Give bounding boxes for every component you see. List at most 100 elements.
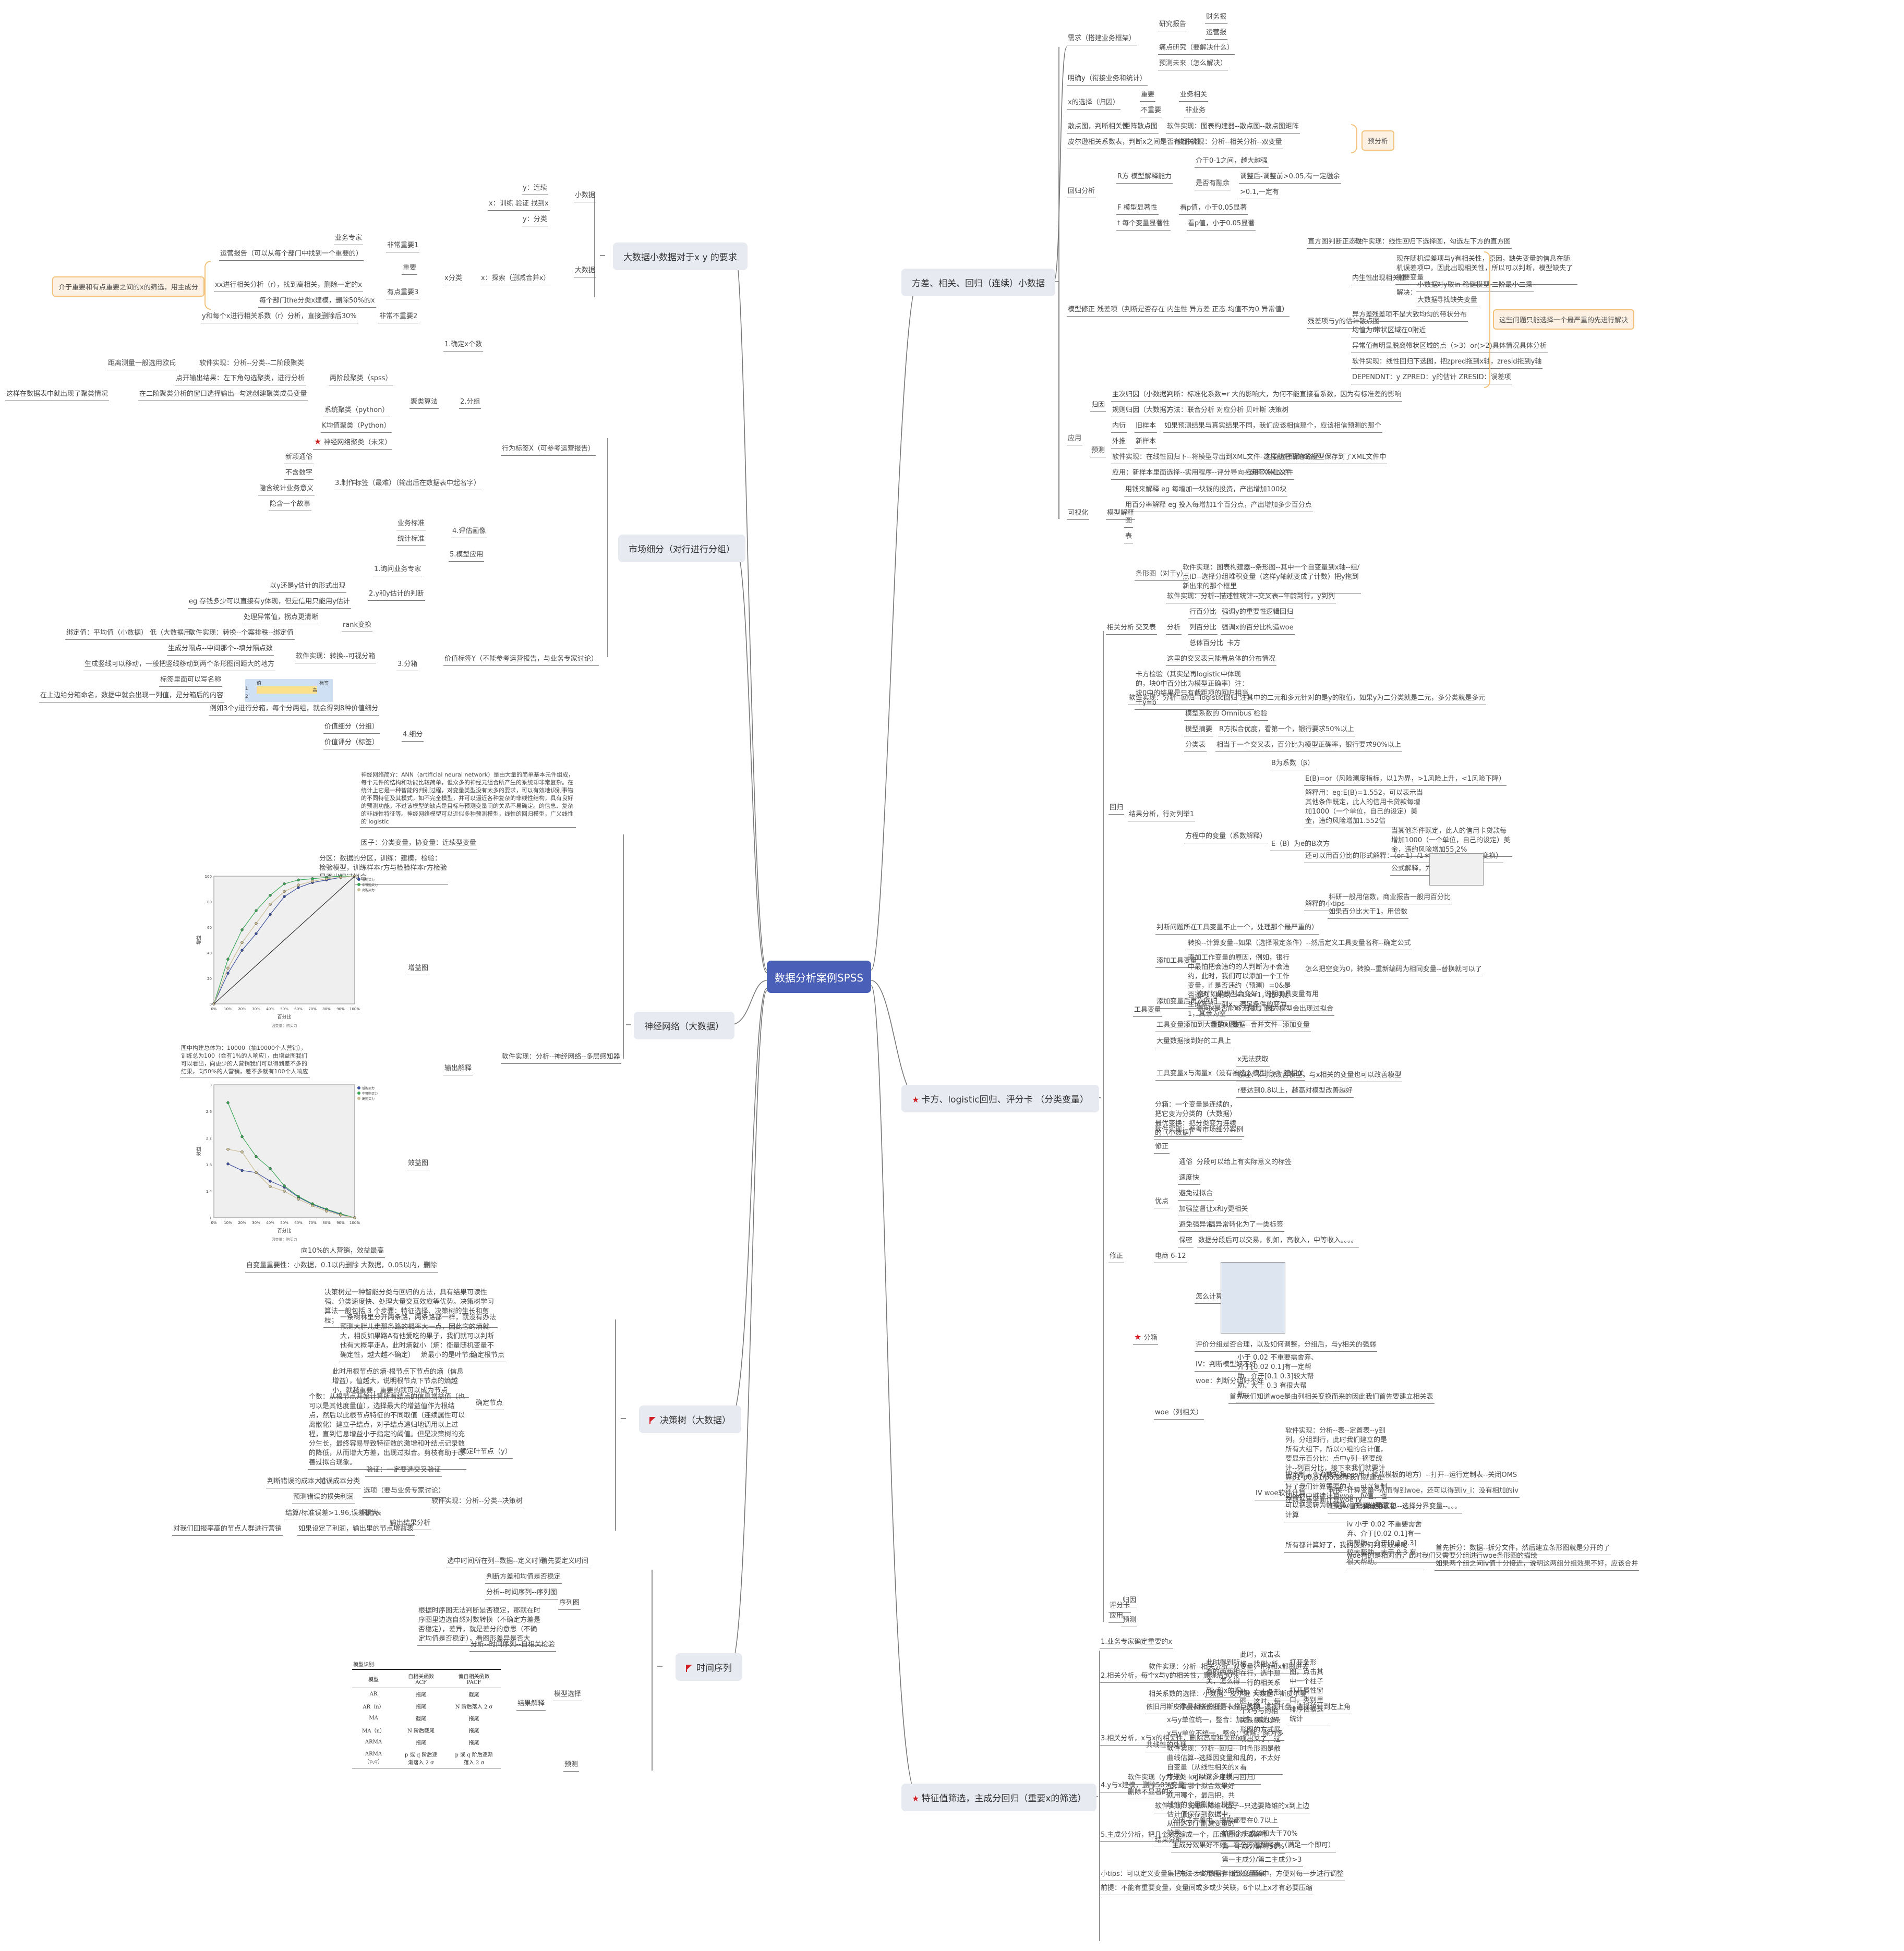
node-apply-xml-note[interactable]: 应用了XML文件 (1244, 468, 1295, 480)
node-ts-transform[interactable]: 根据时序图无法判断是否稳定，那就在时序图里边选自然对数转换（不确定方差是否稳定）… (417, 1606, 545, 1646)
callout-pca[interactable]: 介于重要和有点重要之间的x的筛选，用主成分 (52, 276, 204, 297)
node-tips-2[interactable]: 如果百分比大于1，用倍数 (1328, 907, 1409, 919)
node-dt-node-a[interactable]: 此时用根节点的熵-根节点下节点的熵（信息增益），值越大，说明根节点下节点的熵越小… (331, 1367, 469, 1398)
topic-chisq-logistic-scorecard[interactable]: ★卡方、logistic回归、评分卡 （分类变量） (901, 1085, 1099, 1112)
node-model-summary[interactable]: 模型摘要 (1184, 725, 1214, 736)
node-visual-binning[interactable]: 软件实现：转换--可视分箱 (295, 652, 377, 663)
node-heteroscedasticity[interactable]: 异方差 (1351, 310, 1374, 322)
node-logistic[interactable]: 逻辑回归 (1265, 608, 1295, 619)
node-calc-woe-iv-a[interactable]: 转换--计算变量--从而得到woe，还可以得到iv_i：没有相加的iv (1328, 1486, 1520, 1498)
node-binning[interactable]: ★分箱 (1133, 1332, 1159, 1345)
node-iv-woe-steps[interactable]: 软件实现：分析--表--定置表--y到列，分组到行，此时我们建立的是所有大组下，… (1284, 1426, 1391, 1522)
node-tips[interactable]: 解释的小tips (1304, 900, 1346, 911)
node-two-step-output[interactable]: 点开输出结果：左下角勾选聚类，进行分析 (175, 374, 306, 385)
node-dt-cost-desc[interactable]: 判断错误的成本大小 (266, 1477, 330, 1488)
node-business-std[interactable]: 业务标准 (396, 519, 426, 530)
node-scatter-plot[interactable]: 散点图，判断相关性 (1067, 122, 1130, 134)
node-percent-explanation[interactable]: 用百分率解释 eg 投入每增加1个百分点，产出增加多少百分点 (1124, 501, 1313, 512)
node-adv-supervise-desc[interactable]: 让x和y更相关 (1205, 1205, 1249, 1216)
node-ts-model-choice[interactable]: 模型选择 (553, 1690, 583, 1701)
node-ask-expert[interactable]: 1.询问业务专家 (373, 565, 423, 576)
node-merge-files[interactable]: 数据--合并文件--添加变量 (1231, 1021, 1311, 1032)
node-somewhat-important[interactable]: 有点重要3 (386, 288, 420, 299)
node-app-scorecard[interactable]: 评分卡 (1108, 1601, 1131, 1613)
node-dt-options[interactable]: 选项（要与业务专家讨论） (363, 1486, 447, 1498)
node-model-explanation[interactable]: 模型解释 (1106, 508, 1136, 520)
node-pca-ratio[interactable]: 第一主成分/第二主成分>3 (1221, 1856, 1303, 1867)
node-exp-b[interactable]: E（B）为e的B次方 (1270, 840, 1331, 851)
node-dt-sw[interactable]: 软件实现：分析--分类--决策树 (430, 1497, 524, 1508)
node-tool-problem-desc[interactable]: （工具变量不止一个，处理那个最严重的） (1188, 923, 1320, 935)
node-small-x[interactable]: x：训练 验证 找到x (488, 199, 550, 211)
node-dt-entropy[interactable]: 一条树林里分开两条路，两条路都一样，就没有办法预测大胖儿走那条路的概率大一点，因… (339, 1313, 498, 1362)
node-crosstab-sw[interactable]: 软件实现：分析--描述性统计--交叉表--年龄到行，y到列 (1166, 592, 1336, 603)
node-tool-problem[interactable]: 判断问题所在 (1155, 923, 1199, 935)
root-topic[interactable]: 数据分析案例SPSS (767, 961, 871, 993)
node-binning-fix[interactable]: 修正 (1154, 1142, 1170, 1154)
node-predict-future[interactable]: 预测未来（怎么解决） (1158, 59, 1228, 70)
node-residual-sw[interactable]: 软件实现：线性回归下选图，把zpred拖到x轴，zresid拖到y轴 (1351, 357, 1543, 369)
node-f-test[interactable]: F 模型显著性 (1116, 203, 1159, 215)
node-re-regress-c[interactable]: 不能，因为模型会出现过拟合 (1244, 1004, 1335, 1016)
node-main-attribution[interactable]: 主次归因（小数据） (1111, 390, 1175, 402)
node-binning-y[interactable]: 3.分箱 (396, 660, 419, 671)
node-ts-define[interactable]: 首先要定义时间 (540, 1557, 590, 1568)
node-endogeneity-corr[interactable]: 出现相关性 (1371, 274, 1407, 285)
node-trust-prediction[interactable]: 如果预测结果与真实结果不同，我们应该相信那个，应该相信预测的那个 (1163, 421, 1383, 433)
node-cluster-algo[interactable]: 聚类算法 (409, 397, 439, 409)
node-vb-d[interactable]: 在上边给分箱命名，数据中就会出现一列值，是分箱后的内容 (39, 691, 225, 702)
node-adv-outlier[interactable]: 避免强异常 (1178, 1220, 1214, 1232)
node-outlier[interactable]: 异常值 (1351, 342, 1374, 353)
node-dt-intro[interactable]: 决策树是一种智能分类与回归的方法，具有结果可读性强、分类速度快、处理大量交互效应… (323, 1288, 498, 1328)
node-two-step[interactable]: 两阶段聚类（spss） (329, 374, 393, 385)
node-research-report[interactable]: 研究报告 (1158, 20, 1188, 31)
node-big-data[interactable]: 大数据 (1416, 296, 1439, 307)
node-ts-stable[interactable]: 判断方差和均值是否稳定 (485, 1572, 562, 1584)
node-histogram[interactable]: 直方图 (1307, 237, 1330, 249)
topic-market-segmentation[interactable]: 市场细分（对行进行分组） (618, 535, 745, 562)
node-crosstab-note[interactable]: 这里的交叉表只能看总体的分布情况 (1166, 655, 1277, 666)
node-crosstab[interactable]: 交叉表 (1135, 623, 1158, 635)
topic-variance-correlation-regression[interactable]: 方差、相关、回归（连续）小数据 (901, 269, 1055, 296)
node-export-xml-note[interactable]: 这样就把做好的模型保存到了XML文件中 (1262, 453, 1388, 464)
node-dt-gain-target[interactable]: 对我们回报率高的节点人群进行营销 (172, 1524, 283, 1536)
node-important[interactable]: 重要 (402, 263, 418, 275)
node-iv[interactable]: IV：判断模型好不好 (1195, 1360, 1258, 1372)
node-advantages[interactable]: 优点 (1154, 1197, 1170, 1208)
node-calc-woe-iv-b[interactable]: 但是IV值需要分组求和 (1328, 1502, 1397, 1513)
node-somewhat-a[interactable]: xx进行相关分析（r），找到高相关，删除一定的x (214, 281, 363, 292)
node-percent-example[interactable]: 当其他条件既定，此人的信用卡贷款每增加1000（一个单位，自己的设定）美金，违约… (1390, 827, 1512, 857)
node-pain-point[interactable]: 痛点研究（要解决什么） (1158, 43, 1235, 55)
node-new-sample[interactable]: 新样本 (1135, 437, 1158, 449)
node-col-percent-desc[interactable]: 强调x的百分比 (1221, 623, 1268, 635)
node-construct-woe[interactable]: 构造woe (1265, 623, 1295, 635)
node-dt-cost[interactable]: 错误成本分类 (318, 1477, 361, 1488)
node-adv-plain-desc[interactable]: 分段可以给上有实际意义的标签 (1196, 1158, 1293, 1169)
node-app[interactable]: 应用 (1108, 1611, 1125, 1623)
node-clear-y[interactable]: 明确y（衔接业务和统计） (1067, 74, 1148, 86)
node-labeling[interactable]: 3.制作标签（最难）（输出后在数据表中起名字） (334, 479, 481, 490)
node-crosstab-analysis[interactable]: 分析 (1166, 623, 1182, 635)
node-add-tool[interactable]: 添加工具变量 (1155, 956, 1199, 968)
node-big-data-solution[interactable]: 寻找缺失变量 (1436, 296, 1479, 307)
node-classification-table[interactable]: 分类表 (1184, 741, 1207, 752)
node-rank-b[interactable]: 软件实现：转换--个案排秩--绑定值 (188, 628, 295, 640)
node-correlation-analysis[interactable]: 相关分析 (1106, 623, 1136, 635)
node-big-y[interactable]: y：分类 (522, 215, 548, 226)
node-small-data-solution[interactable]: 对y取ln 稳健模型 二阶最小二乘 (1436, 281, 1534, 292)
node-judge-iv[interactable]: iv 小于 0.02 不重要需舍弃、介于[0.02 0.1]有一定帮助、介于[0… (1346, 1520, 1424, 1569)
node-not-important[interactable]: 不重要 (1140, 106, 1163, 117)
node-corr-xy-sort[interactable]: 打开条形图，点击其中一个柱子打开属性窗口，类别里排序依据选统计 (1288, 1658, 1330, 1726)
node-pca-50[interactable]: 第一主成分解释50% (1221, 1843, 1285, 1854)
node-solve[interactable]: 解决： (1396, 289, 1417, 297)
node-woe-first[interactable]: 首先我们知道woe是由列相关变换而来的因此我们首先要建立相关表 (1228, 1392, 1435, 1404)
node-woe-bar[interactable]: woe看的是相对值，此时我们又需要分组进行woe条形图的描绘 (1346, 1552, 1539, 1563)
node-value-score[interactable]: 价值评分（标签） (323, 738, 380, 749)
node-re-regress-b[interactable]: 请问x是否能够无限加下去 (1196, 1004, 1276, 1016)
node-matrix-scatter[interactable]: 矩阵散点图 (1123, 122, 1159, 134)
node-dt-leaf[interactable]: 确定叶节点（y） (459, 1447, 513, 1459)
node-mean-zero-desc[interactable]: 带状区域在0附近 (1373, 326, 1427, 337)
node-adv-plain[interactable]: 通俗 (1178, 1158, 1194, 1169)
node-stat-std[interactable]: 统计标准 (396, 535, 426, 546)
node-dt-output[interactable]: 输出结果分析 (389, 1519, 432, 1530)
